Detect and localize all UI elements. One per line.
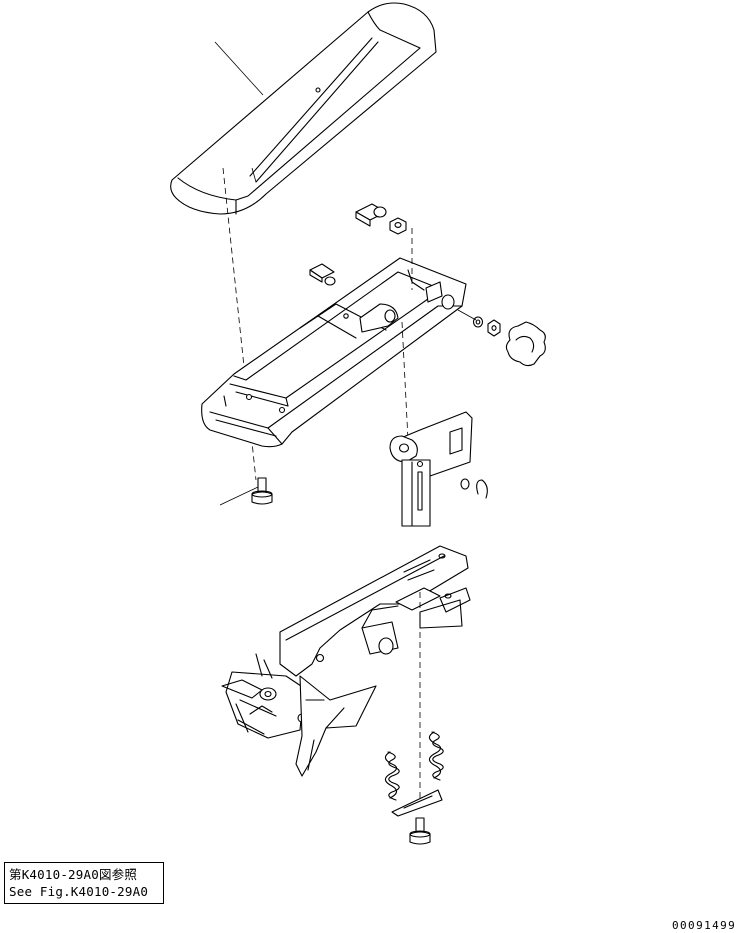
reference-note-english: See Fig.K4010-29A0: [9, 884, 149, 899]
knob-icon: [506, 322, 545, 366]
drawing-number: 00091499: [672, 919, 737, 932]
armrest-base-icon: [202, 258, 466, 447]
leader-lines: [215, 42, 263, 505]
spring-icon: [385, 752, 399, 800]
pin-icon: [461, 479, 487, 498]
bracket-plate-icon: [390, 412, 472, 526]
bolt-icon: [310, 264, 335, 285]
spring-icon: [429, 732, 443, 780]
nut-icon: [390, 218, 406, 234]
reference-note-japanese: 第K4010-29A0図参照: [9, 867, 138, 882]
reference-note-box: 第K4010-29A0図参照 See Fig.K4010-29A0: [4, 862, 164, 904]
seat-frame-icon: [222, 546, 470, 776]
bottom-bolt-icon: [410, 818, 430, 844]
bolt-icon: [252, 478, 272, 504]
armrest-cushion-icon: [171, 3, 436, 214]
spring-hook-plate-icon: [392, 790, 442, 816]
bolt-icon: [356, 204, 386, 226]
washer-icon: [458, 310, 500, 336]
